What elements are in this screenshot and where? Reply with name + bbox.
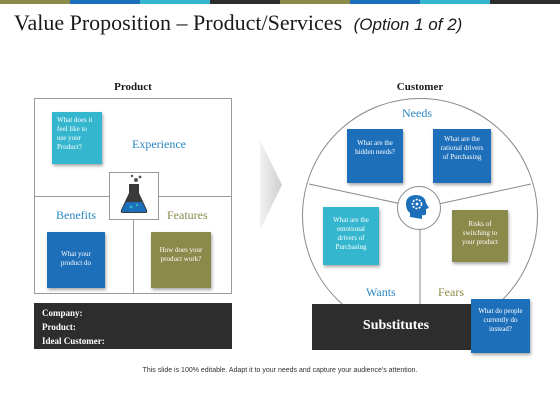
- substitutes-label: Substitutes: [362, 318, 430, 333]
- rational-drivers-note: What are the rational drivers of Purchas…: [433, 129, 491, 183]
- title-option: (Option 1 of 2): [353, 15, 463, 34]
- ideal-customer-field: Ideal Customer:: [42, 336, 105, 346]
- color-segment: [210, 0, 280, 4]
- substitutes-note: What do people currently do instead?: [471, 299, 530, 353]
- top-color-bar: [0, 0, 560, 4]
- color-segment: [140, 0, 210, 4]
- experience-note: What does it feel like to use your Produ…: [52, 112, 102, 164]
- color-segment: [490, 0, 560, 4]
- chevron-right-arrow: [260, 140, 282, 230]
- center-circle: [397, 186, 441, 230]
- color-segment: [0, 0, 70, 4]
- title-main: Value Proposition – Product/Services: [14, 10, 343, 35]
- product-heading: Product: [114, 81, 152, 93]
- features-label: Features: [167, 208, 208, 222]
- fears-label: Fears: [438, 285, 464, 299]
- benefits-label: Benefits: [56, 208, 96, 222]
- page-title: Value Proposition – Product/Services (Op…: [14, 10, 554, 36]
- company-field: Company:: [42, 308, 83, 318]
- head-gears-icon: [406, 195, 429, 219]
- features-note: How does your product work?: [151, 232, 211, 288]
- wants-label: Wants: [366, 285, 396, 299]
- needs-label: Needs: [402, 106, 432, 120]
- risks-note: Risks of switching to your product: [452, 210, 508, 262]
- product-field: Product:: [42, 322, 76, 332]
- color-segment: [70, 0, 140, 4]
- substitutes-bar: [312, 304, 480, 350]
- footnote: This slide is 100% editable. Adapt it to…: [142, 367, 418, 374]
- color-segment: [280, 0, 350, 4]
- benefits-note: What your product do: [47, 232, 105, 288]
- color-segment: [350, 0, 420, 4]
- color-segment: [420, 0, 490, 4]
- experience-label: Experience: [132, 137, 186, 151]
- emotional-drivers-note: What are the emotional drivers of Purcha…: [323, 207, 379, 265]
- flask-box: [109, 172, 159, 220]
- flask-icon: [120, 174, 148, 213]
- customer-heading: Customer: [396, 81, 444, 93]
- hidden-needs-note: What are the hidden needs?: [347, 129, 403, 183]
- company-info-bar: Company: Product: Ideal Customer:: [34, 303, 232, 349]
- product-divider-vertical: [133, 196, 134, 294]
